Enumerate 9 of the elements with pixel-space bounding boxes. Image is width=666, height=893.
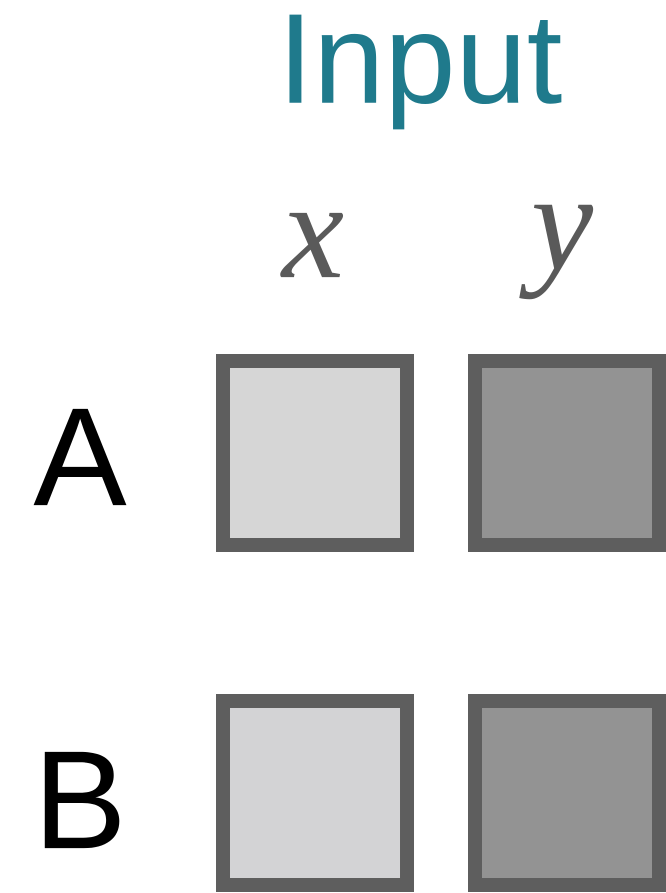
- square: [216, 354, 414, 552]
- variable-label: y: [519, 204, 594, 300]
- variable-label: x: [280, 212, 344, 278]
- square: [216, 694, 414, 892]
- square: [468, 694, 666, 892]
- row-label: A: [34, 408, 126, 506]
- title: Input: [289, 14, 562, 130]
- square: [468, 354, 666, 552]
- row-label: B: [44, 752, 120, 848]
